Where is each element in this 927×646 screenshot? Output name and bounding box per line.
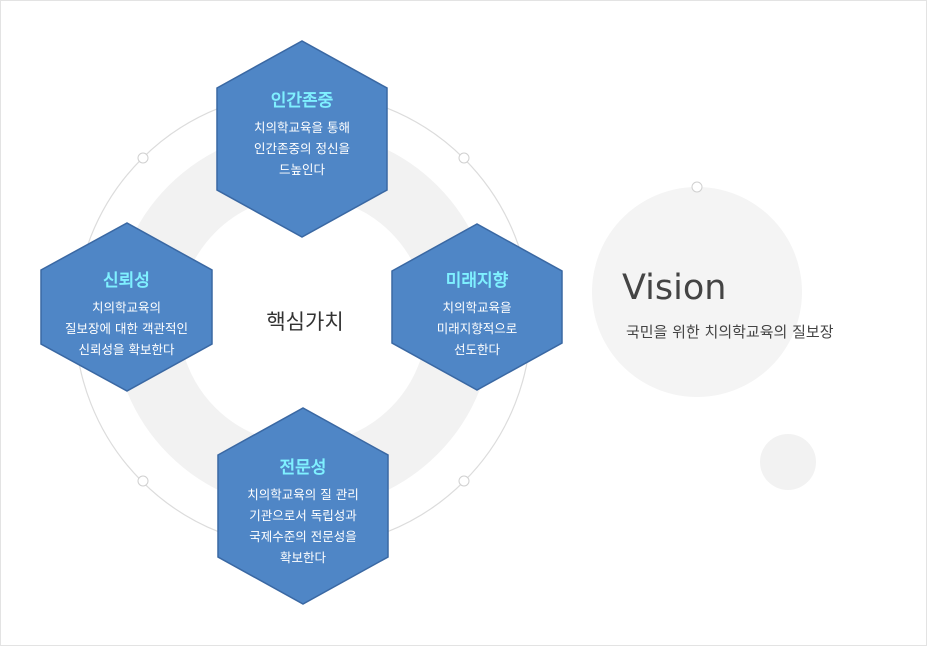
core-values-label: 핵심가치 (266, 310, 344, 334)
ring-dot (137, 152, 149, 164)
value-line: 치의학교육의 질 관리 (247, 487, 359, 502)
hex-respect (216, 40, 388, 238)
value-line: 드높인다 (278, 162, 325, 177)
vision-dot (691, 181, 703, 193)
value-title: 신뢰성 (103, 271, 150, 291)
hex-expertise (217, 407, 389, 605)
hex-trust (40, 222, 213, 392)
value-title: 미래지향 (445, 271, 509, 291)
vision-title: Vision (622, 268, 727, 308)
value-line: 치의학교육의 (91, 300, 161, 315)
value-line: 국제수준의 전문성을 (249, 529, 357, 544)
small-circle (760, 434, 816, 490)
ring-dot (458, 475, 470, 487)
value-line: 질보장에 대한 객관적인 (65, 321, 188, 336)
value-line: 치의학교육을 통해 (254, 120, 350, 135)
value-future: 미래지향 치의학교육을 미래지향적으로 선도한다 (392, 266, 562, 360)
hex-future (391, 223, 563, 391)
ring-dot (458, 152, 470, 164)
value-expertise: 전문성 치의학교육의 질 관리 기관으로서 독립성과 국제수준의 전문성을 확보… (218, 453, 388, 568)
ring-dot (137, 475, 149, 487)
value-line: 선도한다 (453, 342, 500, 357)
value-line: 치의학교육을 (442, 300, 512, 315)
vision-subtitle: 국민을 위한 치의학교육의 질보장 (626, 323, 834, 341)
vision-circle (592, 187, 802, 397)
value-line: 신뢰성을 확보한다 (78, 342, 175, 357)
value-line: 확보한다 (279, 550, 326, 565)
value-trust: 신뢰성 치의학교육의 질보장에 대한 객관적인 신뢰성을 확보한다 (41, 266, 212, 360)
value-line: 미래지향적으로 (436, 321, 518, 336)
value-title: 전문성 (279, 458, 327, 478)
ring-dots (137, 152, 470, 487)
value-line: 인간존중의 정신을 (254, 141, 350, 156)
value-title: 인간존중 (270, 91, 334, 111)
value-line: 기관으로서 독립성과 (249, 508, 357, 523)
value-respect: 인간존중 치의학교육을 통해 인간존중의 정신을 드높인다 (217, 86, 387, 180)
